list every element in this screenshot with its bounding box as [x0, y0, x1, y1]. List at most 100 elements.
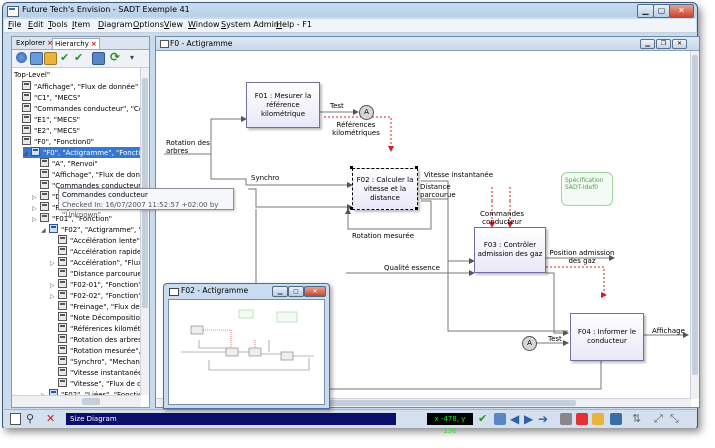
- tree-item[interactable]: "Accélération lente", ": [50, 235, 141, 246]
- overview-window[interactable]: F02 - Actigramme ▁ ▢ ✕: [163, 283, 330, 409]
- tree-item[interactable]: "C1", "MECS": [14, 92, 80, 103]
- list-icon[interactable]: [92, 52, 105, 65]
- tree-item[interactable]: "Freinage", "Flux de d: [50, 301, 141, 312]
- tree-item[interactable]: "Synchro", "Mechanis: [50, 356, 141, 367]
- expand-toggle-icon[interactable]: ▷: [41, 390, 48, 395]
- fit-icon[interactable]: ⤢: [654, 412, 663, 425]
- menu-diagram[interactable]: Diagram: [98, 20, 133, 29]
- tree-scrollbar-vertical[interactable]: [140, 68, 149, 395]
- folder-icon[interactable]: [592, 413, 604, 425]
- print-icon[interactable]: [560, 413, 572, 425]
- menu-window[interactable]: Window: [188, 20, 220, 29]
- arrow-right-icon[interactable]: ▶: [524, 412, 534, 426]
- f03-box[interactable]: F03 : Contrôler admission des gaz: [474, 227, 546, 273]
- diagram-scrollbar-horizontal[interactable]: [156, 398, 691, 407]
- expand-toggle-icon[interactable]: ◢: [23, 150, 28, 157]
- grid-icon[interactable]: [30, 52, 43, 65]
- diagram-restore-button[interactable]: ❐: [656, 39, 671, 49]
- minimize-button[interactable]: ▁: [637, 4, 654, 18]
- menu-options[interactable]: Options: [133, 20, 164, 29]
- arrow-forward-icon[interactable]: ➔: [538, 412, 549, 426]
- overview-canvas[interactable]: [168, 299, 325, 405]
- diagram-close-button[interactable]: ✕: [672, 39, 687, 49]
- tree-item[interactable]: "Accélération rapide": [50, 246, 141, 257]
- tree-scrollbar-horizontal[interactable]: [12, 395, 141, 407]
- f01-box[interactable]: F01 : Mesurer la référence kilométrique: [246, 82, 320, 128]
- check-icon[interactable]: ✔: [478, 412, 488, 425]
- reference-circle-a[interactable]: A: [522, 336, 537, 351]
- tree-item[interactable]: ◢"F0", "Actigramme", "Fonction0": [23, 147, 141, 158]
- tree-item[interactable]: "A", "Renvoi": [32, 158, 98, 169]
- tree-item[interactable]: "Affichage", "Flux de donnée": [14, 81, 138, 92]
- diagram-title-bar[interactable]: F0 - Actigramme ▁ ❐ ✕: [156, 37, 699, 51]
- maximize-button[interactable]: ▢: [653, 4, 670, 18]
- tree-item[interactable]: ▷"F02-02", "Fonction": [50, 290, 141, 301]
- reference-circle-a[interactable]: A: [359, 105, 374, 120]
- tree-item[interactable]: "F0", "Fonction0": [14, 136, 94, 147]
- check-icon[interactable]: ✔: [60, 51, 70, 64]
- expand-toggle-icon[interactable]: ▷: [50, 282, 55, 289]
- menu-system-admin[interactable]: System Admin: [221, 20, 279, 29]
- selection-handle[interactable]: [350, 207, 353, 210]
- export-icon[interactable]: [576, 413, 588, 425]
- title-bar[interactable]: Future Tech's Envision - SADT Exemple 41…: [3, 3, 697, 19]
- tab-explorer[interactable]: Explorer×: [14, 38, 55, 48]
- tree-root[interactable]: Top-Level": [14, 70, 50, 81]
- tree-item[interactable]: "Commandes conducteur", "Contrôl: [14, 103, 141, 114]
- expand-toggle-icon[interactable]: ▷: [50, 293, 55, 300]
- menu-edit[interactable]: Edit: [28, 20, 44, 29]
- menu-help-f1[interactable]: Help - F1: [276, 20, 312, 29]
- close-icon[interactable]: ×: [90, 40, 97, 48]
- cube-icon[interactable]: [494, 413, 506, 425]
- expand-toggle-icon[interactable]: ◢: [41, 227, 46, 234]
- expand-toggle-icon[interactable]: ▷: [32, 194, 37, 201]
- tab-hierarchy[interactable]: Hierarchy×: [52, 38, 100, 49]
- expand-toggle-icon[interactable]: ▷: [32, 205, 37, 212]
- tree-item[interactable]: "Distance parcourue": [50, 268, 141, 279]
- page-icon[interactable]: [10, 413, 21, 425]
- selection-handle[interactable]: [415, 207, 418, 210]
- tree-item[interactable]: "Rotation mesurée", ": [50, 345, 141, 356]
- tree-item[interactable]: "Commandes conducteur", ": [32, 180, 141, 191]
- close-button[interactable]: ✕: [669, 4, 694, 18]
- check-all-icon[interactable]: ✔: [74, 51, 84, 64]
- delete-icon[interactable]: ✕: [46, 412, 56, 425]
- scroll-thumb[interactable]: [276, 400, 576, 406]
- expand-toggle-icon[interactable]: ▷: [50, 260, 55, 267]
- overview-close-button[interactable]: ✕: [304, 286, 326, 297]
- menu-tools[interactable]: Tools: [48, 20, 68, 29]
- zoom-icon[interactable]: ⤡: [670, 412, 679, 425]
- scroll-thumb[interactable]: [692, 55, 698, 375]
- tree-item[interactable]: "Références kilométri: [50, 323, 141, 334]
- close-icon[interactable]: ×: [47, 39, 54, 47]
- refresh-icon[interactable]: [16, 52, 27, 63]
- tree-item[interactable]: ▷"F02-01", "Fonction": [50, 279, 141, 290]
- tree-item[interactable]: ▷"Di: [32, 191, 63, 202]
- selection-handle[interactable]: [350, 166, 353, 169]
- menu-view[interactable]: View: [164, 20, 183, 29]
- document-icon[interactable]: [610, 413, 622, 425]
- menu-file[interactable]: File: [8, 20, 22, 29]
- tree-item[interactable]: "E2", "MECS": [14, 125, 80, 136]
- spec-note[interactable]: Spécification SADT-Idef0: [561, 172, 613, 206]
- overview-minimize-button[interactable]: ▁: [272, 286, 288, 297]
- tree-item[interactable]: "Note Décompositior: [50, 312, 141, 323]
- tree-item[interactable]: ▷"F02", "Liées", "Fonction": [41, 389, 141, 395]
- scroll-thumb[interactable]: [82, 398, 100, 405]
- tree-item[interactable]: "Vitesse instantanée": [50, 367, 141, 378]
- menu-item[interactable]: Item: [72, 20, 91, 29]
- diagram-minimize-button[interactable]: ▁: [640, 39, 655, 49]
- tree-item[interactable]: ▷"Accélération", "Flux c: [50, 257, 141, 268]
- f02-box[interactable]: F02 : Calculer la vitesse et la distance: [352, 168, 418, 210]
- search-icon[interactable]: ⚲: [26, 412, 35, 425]
- tree-item[interactable]: ◢"F02", "Actigramme", "Fonct: [41, 224, 141, 235]
- tree-item[interactable]: "Affichage", "Flux de donnée E: [32, 169, 141, 180]
- tree-item[interactable]: "Rotation des arbres": [50, 334, 141, 345]
- expand-toggle-icon[interactable]: ▷: [32, 216, 37, 223]
- f04-box[interactable]: F04 : Informer le conducteur: [570, 313, 644, 361]
- tree-item[interactable]: "E1", "MECS": [14, 114, 80, 125]
- overview-maximize-button[interactable]: ▢: [288, 286, 304, 297]
- folder-icon[interactable]: [44, 52, 57, 65]
- diagram-scrollbar-vertical[interactable]: [690, 51, 699, 399]
- chevron-down-icon[interactable]: ▾: [130, 53, 135, 62]
